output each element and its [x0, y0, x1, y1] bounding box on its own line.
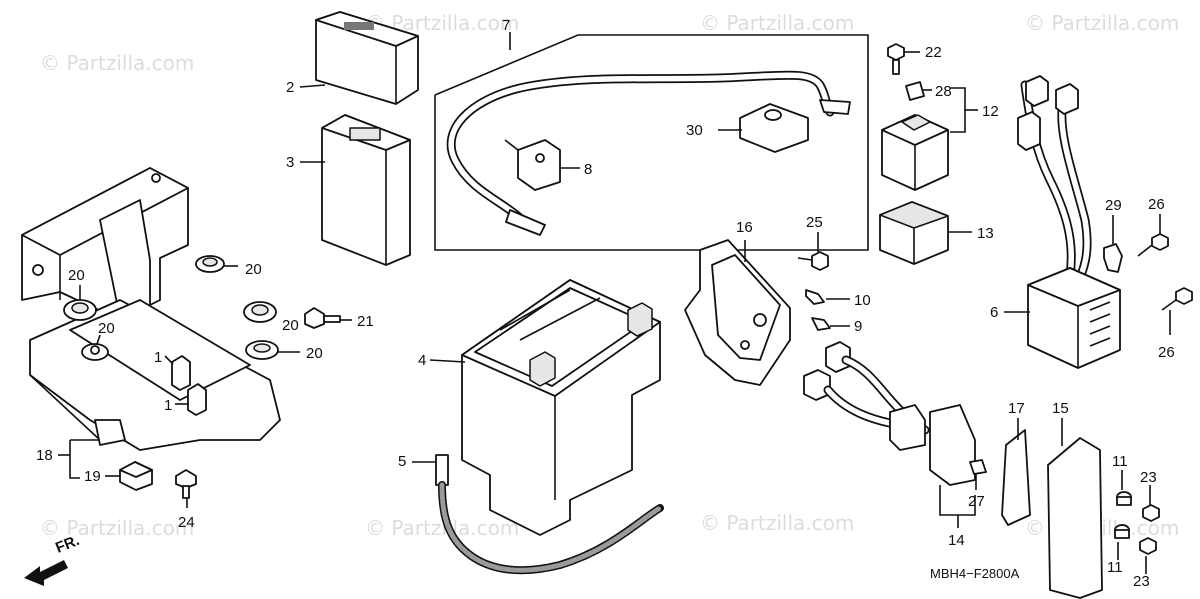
part-1-clip[interactable]: [171, 355, 191, 391]
watermark-text: © Partzilla.com: [40, 51, 194, 75]
part-10-fuse[interactable]: [805, 289, 825, 305]
callout-18: 18: [36, 447, 53, 464]
part-5-battery-breather-tube[interactable]: [435, 454, 664, 575]
callout-29: 29: [1105, 197, 1122, 214]
part-26-bolt[interactable]: [1137, 233, 1169, 257]
part-8-terminal-cover[interactable]: [504, 139, 561, 191]
part-12-starter-relay[interactable]: [881, 114, 949, 191]
part-20-grommet[interactable]: [243, 301, 277, 323]
callout-1: 1: [154, 349, 162, 366]
leader-line: [950, 87, 966, 133]
watermark-text: © Partzilla.com: [700, 511, 854, 535]
callout-25: 25: [806, 214, 823, 231]
part-7-battery-cable[interactable]: [446, 70, 851, 236]
part-1-clip[interactable]: [187, 383, 207, 416]
callout-7: 7: [502, 17, 510, 34]
part-19-cushion[interactable]: [119, 461, 153, 491]
callout-20: 20: [245, 261, 262, 278]
part-11-collar[interactable]: [1116, 491, 1132, 506]
callout-20: 20: [282, 317, 299, 334]
leader-line: [96, 334, 101, 345]
part-20-grommet[interactable]: [195, 255, 225, 273]
callout-26: 26: [1158, 344, 1175, 361]
part-24-bolt[interactable]: [175, 469, 197, 499]
part-20-grommet[interactable]: [81, 343, 109, 361]
part-26-bolt[interactable]: [1161, 287, 1193, 311]
part-4-battery[interactable]: [461, 279, 661, 536]
callout-6: 6: [990, 304, 998, 321]
part-29-clamp[interactable]: [1103, 243, 1123, 273]
part-16-fuse-box[interactable]: [684, 239, 791, 386]
callout-11: 11: [1112, 453, 1128, 470]
part-13-relay-cover[interactable]: [879, 201, 949, 265]
part-23-screw[interactable]: [1139, 537, 1157, 555]
callout-16: 16: [736, 219, 753, 236]
leader-line: [69, 440, 80, 479]
part-22-bolt[interactable]: [887, 43, 905, 75]
part-20-grommet[interactable]: [63, 299, 97, 321]
callout-3: 3: [286, 154, 294, 171]
part-2-relay-box-cover[interactable]: [315, 11, 419, 105]
diagram-code: MBH4−F2800A: [930, 566, 1020, 581]
part-25-screw[interactable]: [797, 251, 829, 271]
callout-22: 22: [925, 44, 942, 61]
callout-20: 20: [68, 267, 85, 284]
callout-30: 30: [686, 122, 703, 139]
callout-20: 20: [98, 320, 115, 337]
part-30-starter-relay-cover[interactable]: [739, 103, 809, 153]
callout-9: 9: [854, 318, 862, 335]
callout-23: 23: [1133, 573, 1150, 590]
callout-17: 17: [1008, 400, 1025, 417]
leader-line: [299, 84, 326, 88]
part-11-collar[interactable]: [1114, 524, 1130, 539]
watermark-text: © Partzilla.com: [40, 516, 194, 540]
callout-21: 21: [357, 313, 374, 330]
callout-11: 11: [1107, 559, 1123, 576]
part-18-battery-box-frame[interactable]: [21, 167, 281, 451]
part-28-fuse[interactable]: [905, 81, 925, 101]
callout-13: 13: [977, 225, 994, 242]
part-6-regulator-rectifier[interactable]: [1017, 75, 1121, 369]
leader-line: [164, 355, 174, 365]
callout-19: 19: [84, 468, 101, 485]
callout-5: 5: [398, 453, 406, 470]
callout-4: 4: [418, 352, 426, 369]
part-20-grommet[interactable]: [245, 340, 279, 360]
front-direction-arrow-icon: FR.: [24, 532, 82, 586]
part-15-cover[interactable]: [1047, 437, 1103, 599]
callout-12: 12: [982, 103, 999, 120]
part-17-label[interactable]: [1001, 429, 1031, 526]
watermark-text: © Partzilla.com: [1025, 11, 1179, 35]
part-3-control-unit[interactable]: [321, 114, 411, 266]
callout-1: 1: [164, 397, 172, 414]
callout-8: 8: [584, 161, 592, 178]
callout-15: 15: [1052, 400, 1069, 417]
part-27-fuse[interactable]: [969, 459, 987, 475]
part-9-fuse[interactable]: [811, 317, 831, 331]
callout-28: 28: [935, 83, 952, 100]
callout-23: 23: [1140, 469, 1157, 486]
part-14-sub-harness[interactable]: [803, 341, 976, 486]
callout-27: 27: [968, 493, 985, 510]
callout-10: 10: [854, 292, 871, 309]
group-frame-7: [434, 34, 869, 251]
callout-2: 2: [286, 79, 294, 96]
callout-14: 14: [948, 532, 965, 549]
part-23-screw[interactable]: [1142, 504, 1160, 522]
callout-24: 24: [178, 514, 195, 531]
callout-20: 20: [306, 345, 323, 362]
part-21-bolt[interactable]: [304, 307, 341, 329]
watermark-text: © Partzilla.com: [700, 11, 854, 35]
leader-line: [429, 359, 466, 363]
callout-26: 26: [1148, 196, 1165, 213]
